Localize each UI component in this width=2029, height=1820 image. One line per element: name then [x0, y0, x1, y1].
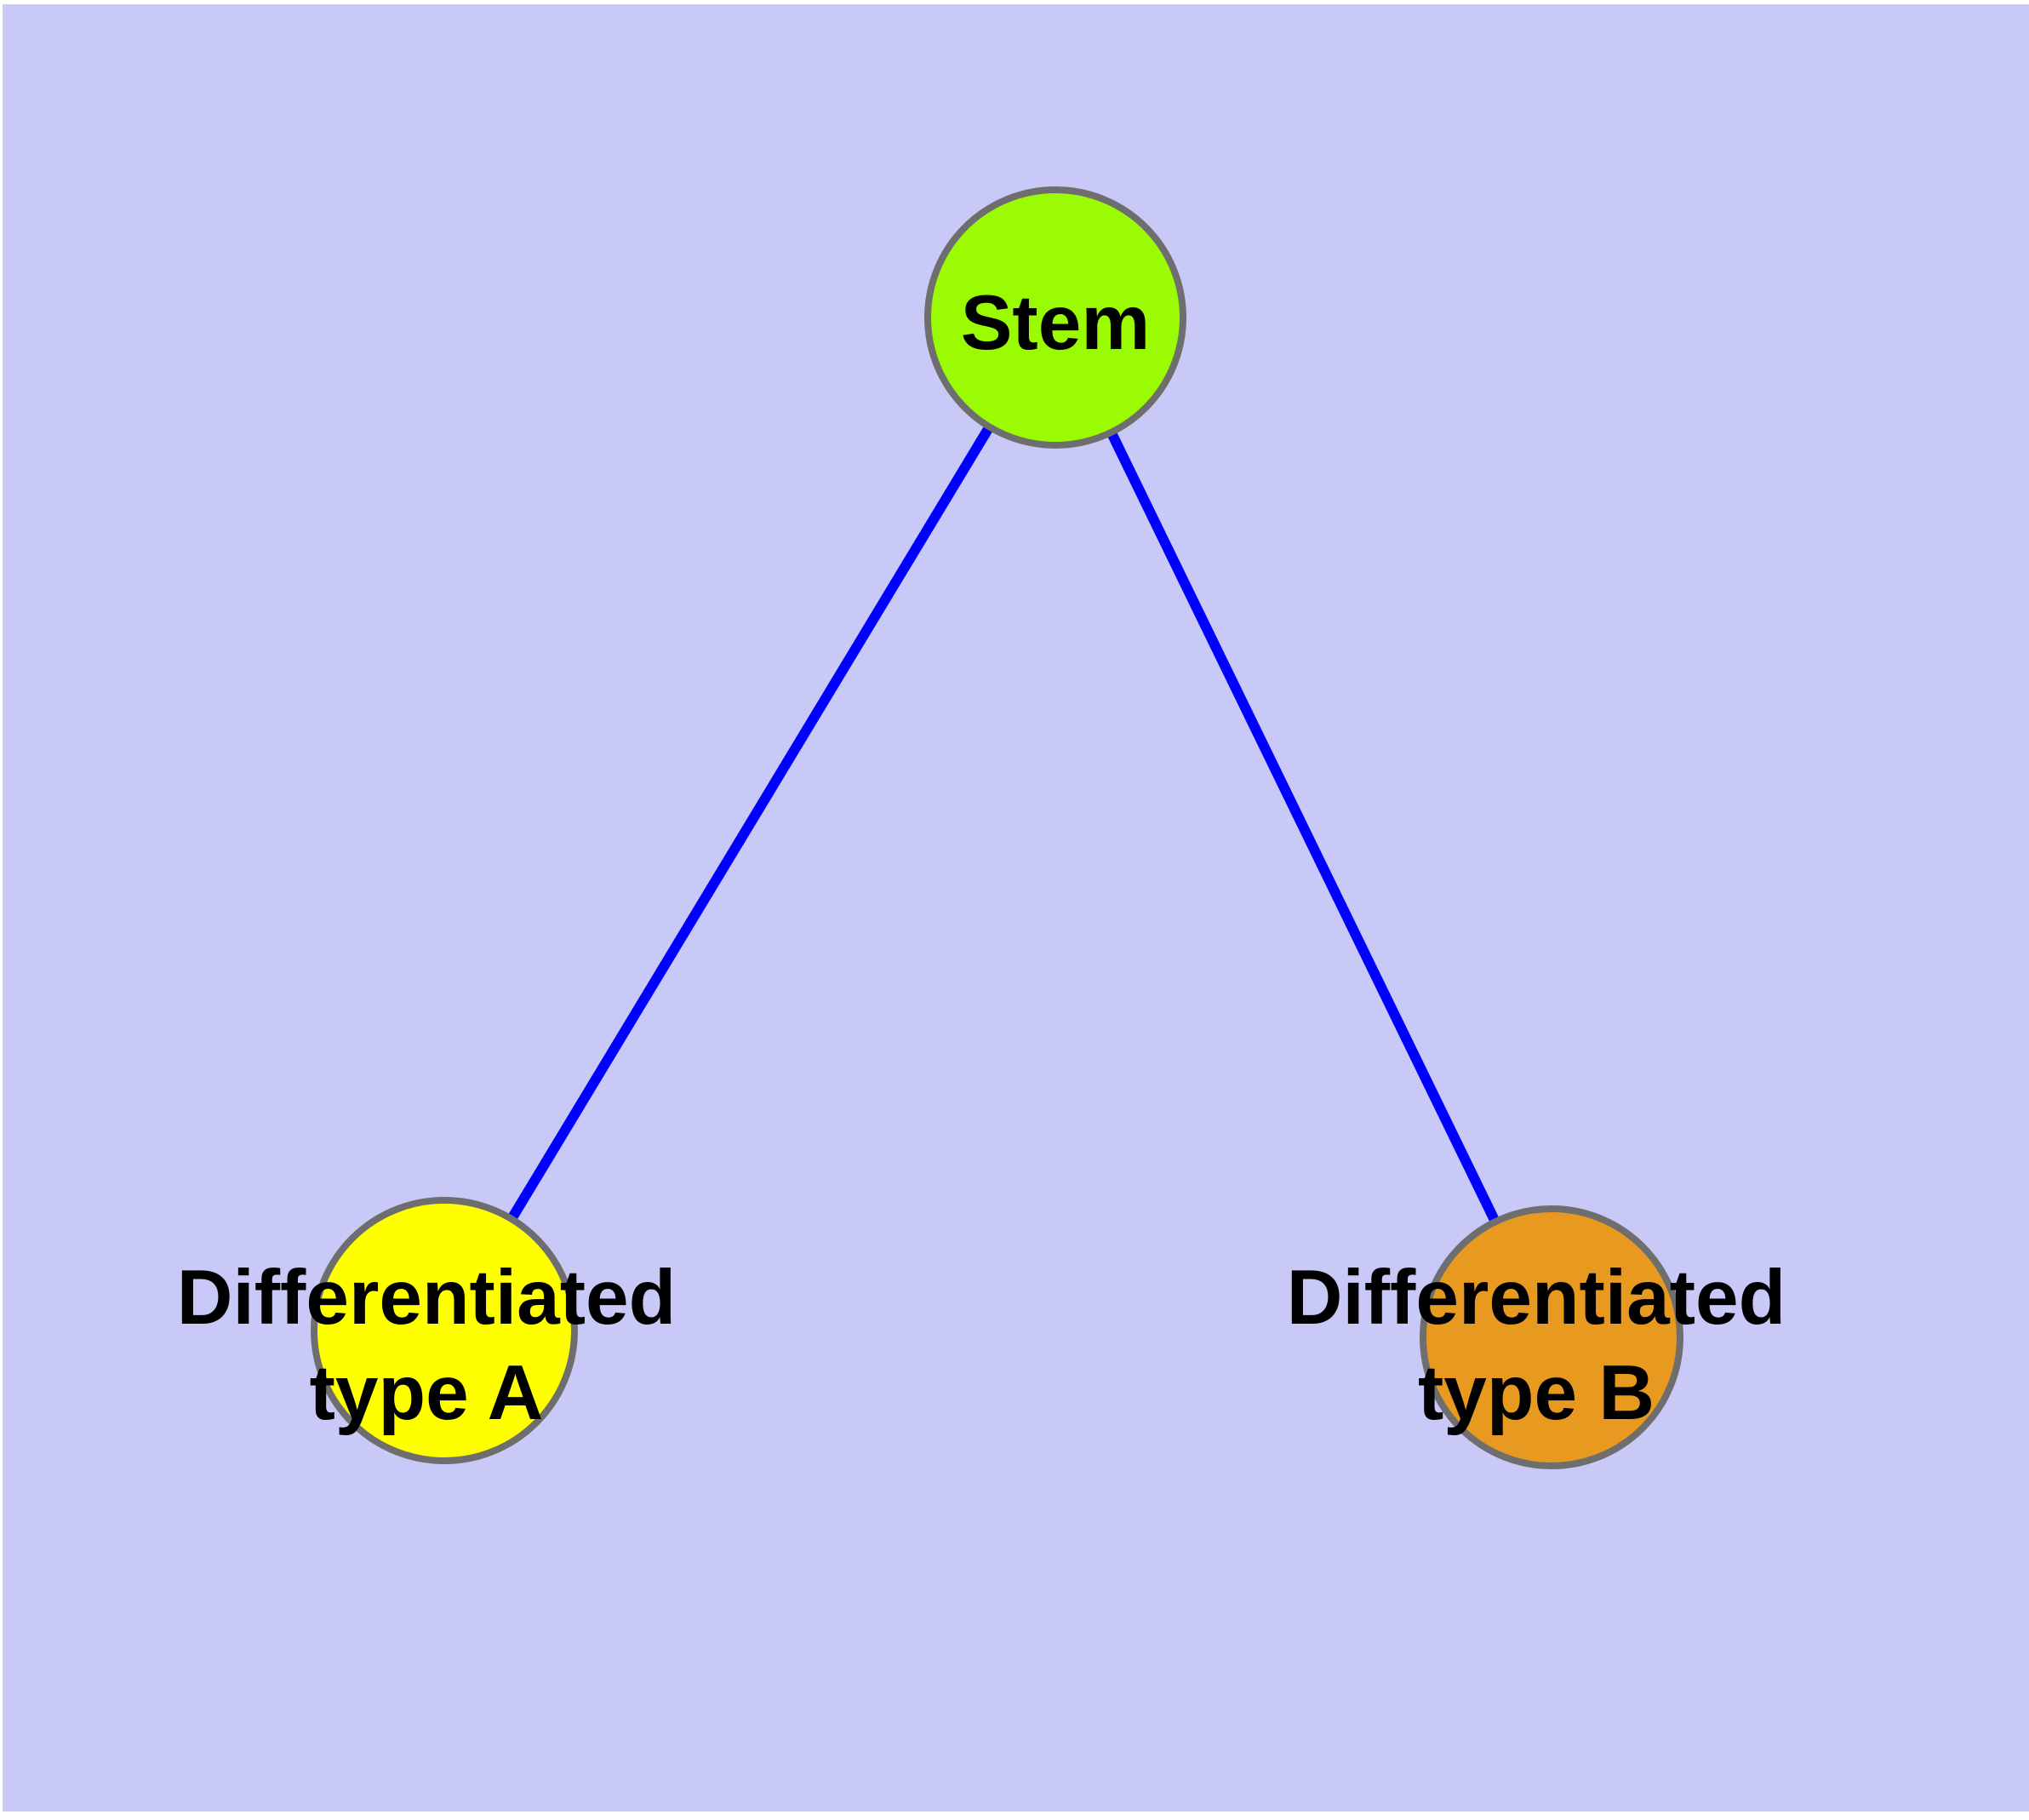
edge-stem-to-type-a	[439, 314, 1060, 1334]
type-a-node	[311, 1197, 578, 1464]
type-b-node	[1420, 1205, 1683, 1469]
edge-stem-to-type-b	[1050, 315, 1557, 1340]
stem-node	[924, 186, 1186, 449]
